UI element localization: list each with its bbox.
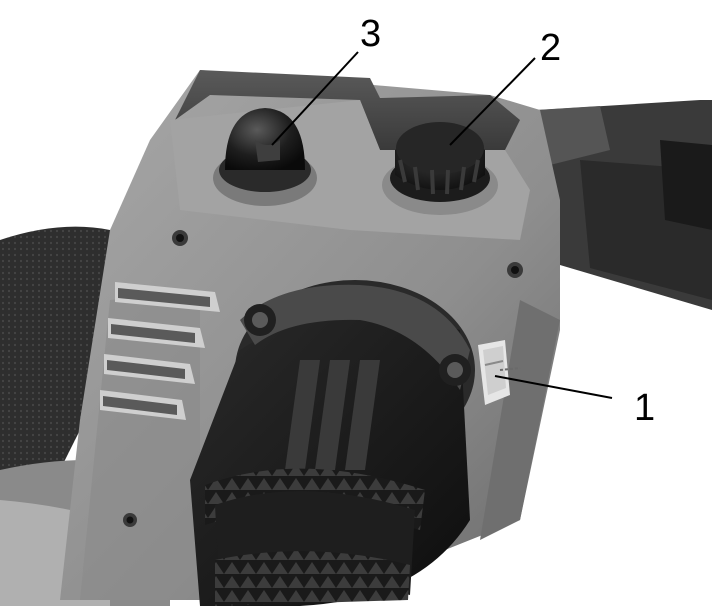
leader-1 [494, 375, 613, 399]
motor-body [190, 280, 475, 606]
leader-3 [271, 51, 359, 146]
slide-switch [478, 340, 521, 405]
clamp-ring [240, 284, 471, 390]
side-arm [505, 100, 712, 310]
round-knob [382, 122, 498, 215]
callout-number-3: 3 [360, 13, 381, 55]
vent-slots [100, 282, 220, 420]
screw-holes [123, 230, 523, 527]
callout-number-1: 1 [634, 387, 655, 429]
callout-leaders [271, 51, 613, 399]
callout-number-2: 2 [540, 27, 561, 69]
callout-labels: 1 2 3 [360, 13, 655, 429]
leader-2 [449, 57, 536, 146]
dome-cap [213, 108, 317, 206]
